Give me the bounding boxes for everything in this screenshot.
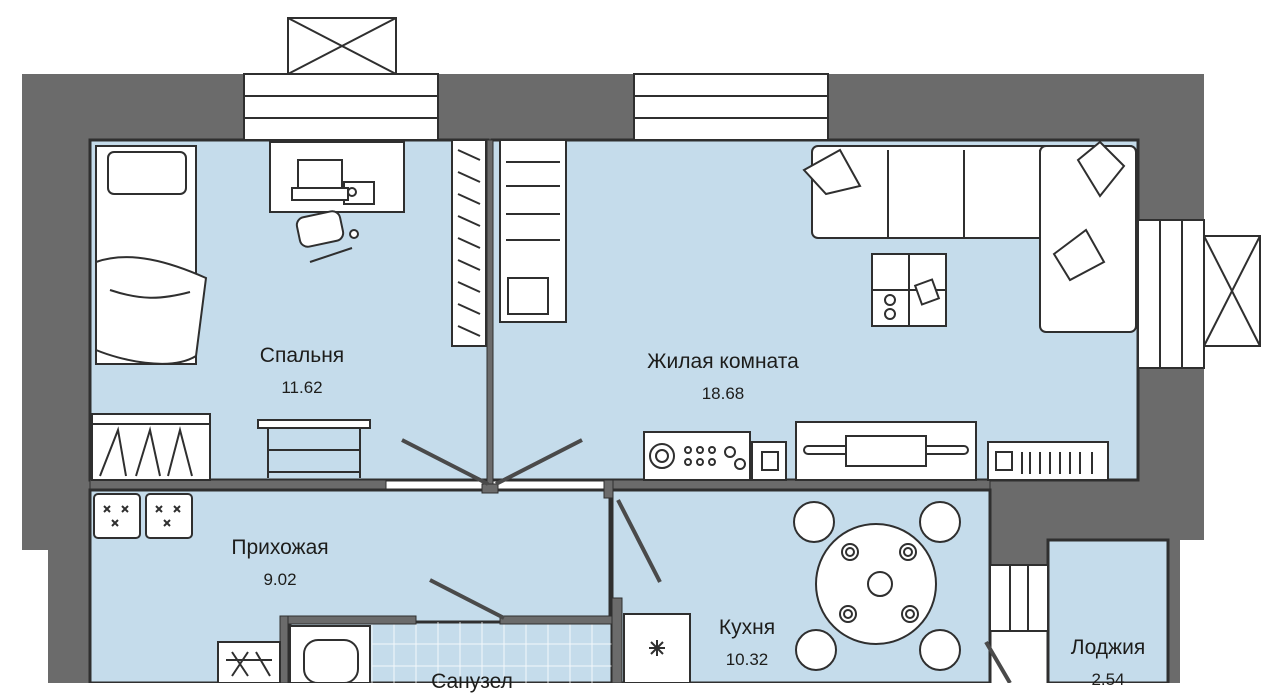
room-name: Лоджия: [1070, 636, 1146, 659]
walls: [22, 74, 1204, 683]
wardrobe-icon: [451, 139, 567, 347]
room-label-hall: Прихожая 9.02: [214, 536, 346, 590]
room-area: 2.54: [1091, 670, 1125, 689]
dresser-icon: [91, 413, 371, 481]
room-name: Прихожая: [231, 536, 329, 559]
shoe-cabinet-icon: [93, 493, 193, 539]
tv-stand-icon: [643, 421, 1109, 481]
interior-walls: [89, 139, 991, 683]
ventilation-icon: [287, 17, 1261, 347]
windows: [243, 73, 1205, 632]
room-label-loggia: Лоджия 2.54: [1052, 636, 1164, 690]
room-area: 10.32: [725, 650, 769, 669]
room-name: Спальня: [259, 344, 345, 367]
bed-icon: [95, 145, 208, 365]
stove-icon: [623, 613, 691, 683]
room-label-living: Жилая комната 18.68: [620, 350, 826, 404]
room-area: 9.02: [263, 570, 297, 589]
room-label-bedroom: Спальня 11.62: [240, 344, 364, 398]
laptop-icon: [291, 159, 349, 201]
washing-machine-icon: [217, 641, 281, 683]
coffee-table-icon: [871, 253, 947, 327]
dining-table-icon: [793, 501, 961, 671]
room-label-kitchen: Кухня 10.32: [700, 616, 794, 670]
room-name: Жилая комната: [647, 350, 799, 373]
room-label-bathroom: Санузел: [412, 670, 532, 694]
room-area: 11.62: [281, 378, 323, 397]
room-name: Санузел: [431, 670, 513, 693]
office-chair-icon: [295, 210, 359, 263]
room-name: Кухня: [718, 616, 776, 639]
sofa-icon: [802, 140, 1137, 333]
bathtub-icon: [289, 625, 371, 683]
room-area: 18.68: [701, 384, 745, 403]
bathroom-tiles: [371, 622, 612, 683]
doors: [401, 438, 1012, 683]
